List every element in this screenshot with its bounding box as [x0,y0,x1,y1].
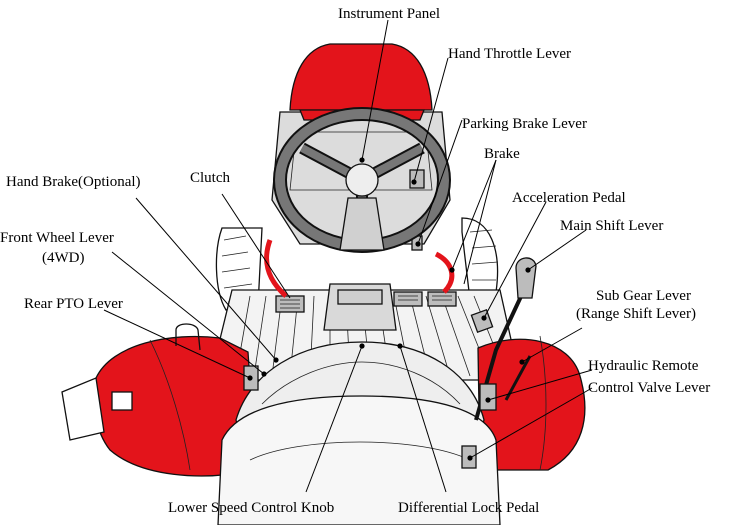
label-hydraulic-remote: Hydraulic Remote [588,358,699,374]
label-acceleration-pedal: Acceleration Pedal [512,190,626,206]
label-lower-speed-control-knob: Lower Speed Control Knob [168,500,334,516]
leader-differential-lock [399,345,447,493]
leader-rear-pto [103,309,251,379]
tractor-illustration [61,43,586,526]
label-hand-throttle-lever: Hand Throttle Lever [448,46,571,62]
leader-lower-speed-knob [305,345,363,493]
leader-lines [103,19,593,493]
label-instrument-panel: Instrument Panel [338,6,440,22]
leader-main-shift [527,229,587,271]
label-front-wheel-lever: Front Wheel Lever [0,230,114,246]
leader-sub-gear [521,327,583,363]
leader-hand-throttle [413,57,449,183]
leader-parking-brake [417,119,463,245]
label-clutch: Clutch [190,170,230,186]
label-brake: Brake [484,146,520,162]
label-control-valve-lever: Control Valve Lever [588,380,710,396]
label-range-shift-lever: (Range Shift Lever) [576,306,696,322]
operator-seat [217,341,501,526]
leader-instrument-panel [361,19,389,161]
label-parking-brake-lever: Parking Brake Lever [462,116,587,132]
leader-brake-1 [451,159,497,271]
leader-front-wheel [111,251,265,375]
left-fender [61,335,257,477]
label-hand-brake-optional: Hand Brake(Optional) [6,174,141,190]
label-front-wheel-lever-4wd: (4WD) [42,250,84,266]
callout-labels: Instrument Panel Hand Throttle Lever Par… [0,6,710,516]
leader-dots [247,157,531,461]
right-fender [477,335,586,471]
label-rear-pto-lever: Rear PTO Lever [24,296,123,312]
steering-column [339,197,385,251]
leader-acceleration-pedal [483,201,547,319]
leader-brake-2 [463,159,497,285]
leader-hydraulic-1 [487,369,593,401]
label-sub-gear-lever: Sub Gear Lever [596,288,691,304]
sub-gear-lever [504,355,532,401]
leader-hydraulic-2 [469,387,593,459]
leader-clutch [221,193,291,299]
clutch-pedal [264,239,305,313]
label-differential-lock-pedal: Differential Lock Pedal [398,500,539,516]
acceleration-pedal [470,308,494,334]
label-main-shift-lever: Main Shift Lever [560,218,663,234]
left-fender-grab-handle [175,323,201,351]
left-light [111,391,133,411]
transmission-hump [323,283,397,331]
leader-hand-brake [135,197,277,361]
